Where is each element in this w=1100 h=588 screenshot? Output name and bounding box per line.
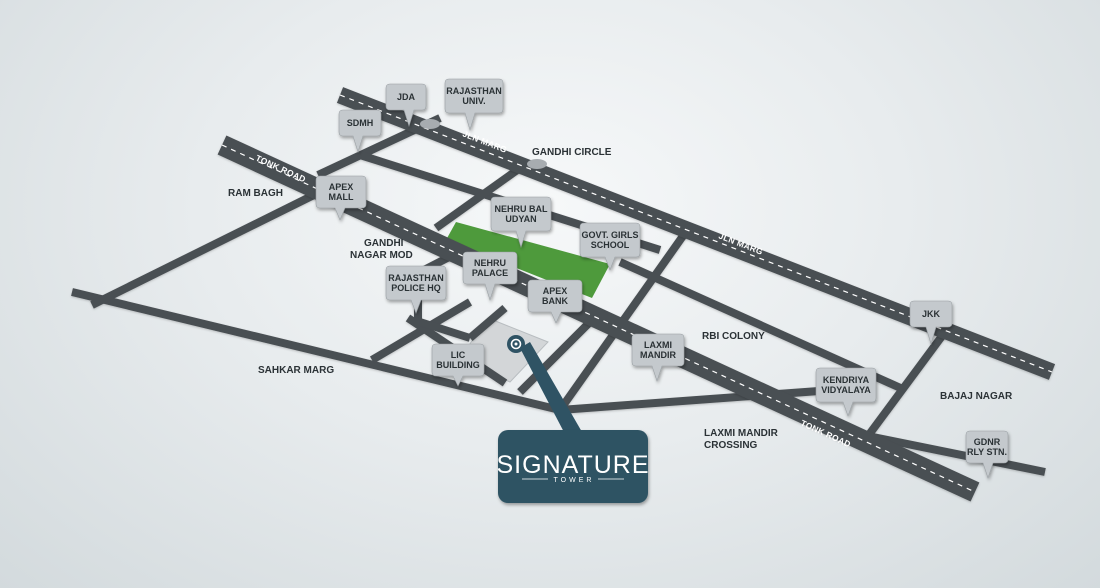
pin-box [579,222,641,271]
pin-box [385,83,427,128]
pin-label-line: UNIV. [462,96,485,106]
pin-box [315,175,367,221]
pin-box [631,333,685,382]
gandhi-circle-marker [527,159,547,169]
area-gandhi-circle: GANDHI CIRCLE [532,147,612,158]
pin-label-line: RLY STN. [967,447,1007,457]
pin-label-line: GOVT. GIRLS [581,230,638,240]
area-ram-bagh: RAM BAGH [228,188,283,199]
pin-label-line: PALACE [472,268,508,278]
pin-label-line: GDNR [974,437,1001,447]
pin-label-line: UDYAN [505,214,536,224]
area-laxmi-mandir-crossing-line2: CROSSING [704,440,758,451]
pin-box [965,430,1009,479]
pin-label-line: JKK [922,309,941,319]
pin-label-line: RAJASTHAN [388,273,444,283]
pin-label-line: NEHRU [474,258,506,268]
pin-box [815,367,877,417]
area-gandhi-nagar-mod-line1: GANDHI [364,238,404,249]
pin-box [431,343,485,387]
nehru-bal-udyan-park [446,222,610,298]
pin-jkk[interactable]: JKK [909,300,953,346]
area-bajaj-nagar: BAJAJ NAGAR [940,391,1013,402]
pin-box [527,279,583,324]
jda-circle [420,119,440,129]
pin-box [444,78,504,132]
pin-label-line: LIC [451,350,466,360]
pin-label-line: POLICE HQ [391,283,441,293]
pin-label-line: SDMH [347,118,374,128]
signature-tower-logo[interactable]: SIGNATURE TOWER [497,430,650,503]
pin-box [909,300,953,346]
pin-label-line: APEX [543,286,568,296]
pin-jda[interactable]: JDA [385,83,427,128]
pin-box [490,196,552,249]
pin-box [462,251,518,302]
pin-label-line: RAJASTHAN [446,86,502,96]
logo-title: SIGNATURE [497,451,650,479]
pin-box [385,265,447,314]
signature-tower-marker [507,335,582,436]
pin-label-line: MANDIR [640,350,676,360]
area-gandhi-nagar-mod-line2: NAGAR MOD [350,250,413,261]
pin-label-line: JDA [397,92,416,102]
pin-label-line: BANK [542,296,568,306]
pin-box [338,109,382,154]
pin-sdmh[interactable]: SDMH [338,109,382,154]
pin-label-line: SCHOOL [591,240,630,250]
pin-label-line: MALL [329,192,354,202]
area-rbi-colony: RBI COLONY [702,331,765,342]
logo-subtitle: TOWER [554,477,595,484]
pin-label-line: BUILDING [436,360,480,370]
area-laxmi-mandir-crossing-line1: LAXMI MANDIR [704,428,779,439]
area-sahkar-marg: SAHKAR MARG [258,365,334,376]
pin-label-line: LAXMI [644,340,672,350]
pin-label-line: APEX [329,182,354,192]
pin-label-line: KENDRIYA [823,375,870,385]
pin-label-line: VIDYALAYA [821,385,871,395]
pin-label-line: NEHRU BAL [495,204,549,214]
